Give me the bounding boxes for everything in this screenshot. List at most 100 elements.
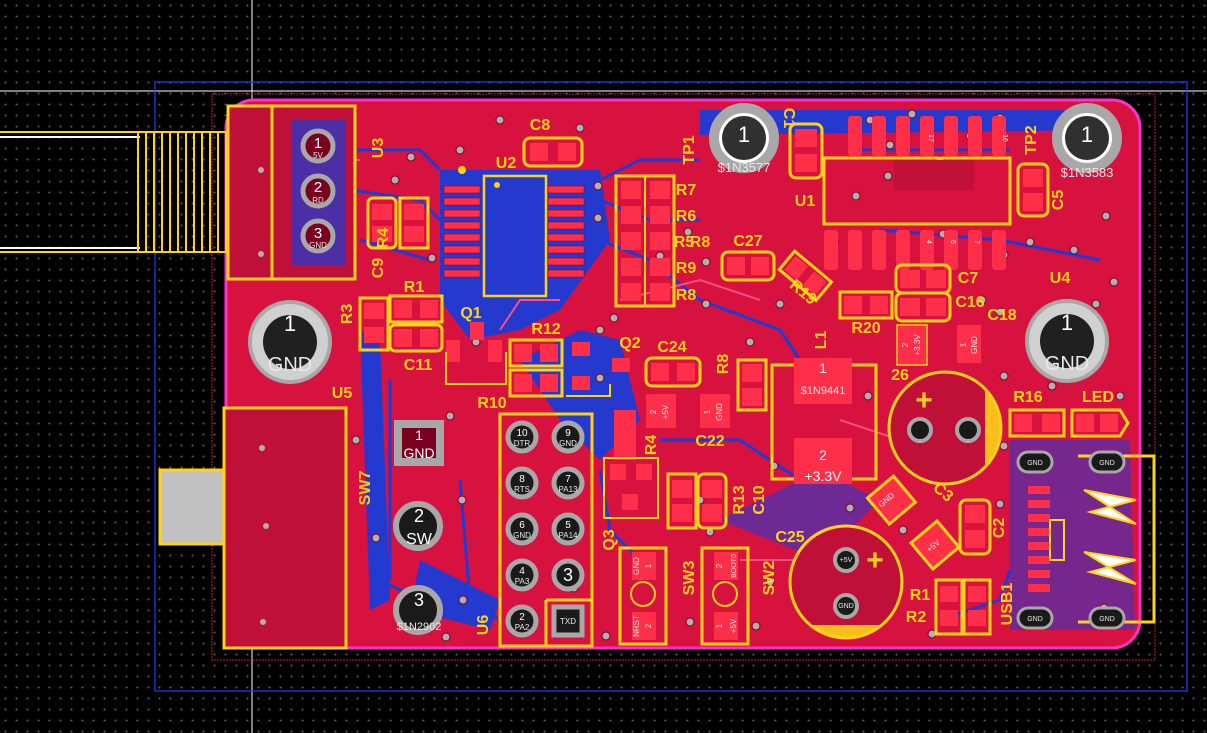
q2-label: Q2 — [619, 335, 640, 352]
power-pads[interactable] — [896, 324, 981, 366]
r13-resistor[interactable] — [666, 472, 698, 530]
tp1-test-point[interactable] — [709, 103, 779, 173]
c1-capacitor[interactable] — [788, 122, 824, 180]
net-label: PA13 — [559, 485, 579, 494]
net-label: DTR — [514, 439, 531, 448]
u2-ic[interactable] — [443, 166, 585, 298]
c3-capacitor[interactable] — [865, 474, 962, 572]
r3-resistor[interactable] — [358, 296, 390, 352]
r12-resistor[interactable] — [508, 338, 564, 368]
test-pads-5v-gnd[interactable] — [646, 394, 730, 428]
led-label: LED — [1082, 389, 1114, 406]
net-label: GND — [1027, 460, 1043, 467]
u2-label: U2 — [496, 155, 517, 172]
pin-number: 10 — [516, 428, 528, 439]
net-label: GND — [1045, 353, 1089, 375]
r4b-resistor[interactable] — [614, 410, 636, 460]
c9-capacitor[interactable] — [366, 196, 398, 250]
net-label: +3.3V — [805, 468, 843, 484]
u1-ic[interactable] — [822, 116, 1012, 270]
c25-electrolytic-capacitor[interactable]: + — [788, 524, 904, 640]
switch-pins[interactable] — [393, 420, 444, 635]
pin-number: 1 — [314, 135, 322, 152]
q3-transistor[interactable] — [603, 457, 659, 519]
net-label: $1N3583 — [1061, 165, 1114, 180]
pin-number: 1 — [1061, 310, 1073, 335]
sw7-slide-switch[interactable] — [158, 406, 348, 650]
sw2-boot-button[interactable] — [700, 546, 750, 646]
net-label: GND — [1099, 616, 1115, 623]
pin-number: 17 — [927, 134, 934, 142]
tp2-test-point[interactable] — [1052, 103, 1122, 173]
r7-label: R7 — [676, 182, 697, 199]
r5-label: R5 — [674, 234, 695, 251]
pin-number: 16 — [1001, 134, 1008, 142]
c16-label: C16 — [955, 294, 984, 311]
r8b-label: R8 — [676, 287, 697, 304]
c24-capacitor[interactable] — [644, 356, 702, 388]
r16-resistor[interactable] — [1008, 408, 1066, 438]
c10-capacitor[interactable] — [696, 472, 728, 530]
c8-capacitor[interactable] — [522, 136, 584, 168]
c7-capacitor[interactable] — [894, 263, 952, 295]
c16-capacitor[interactable] — [894, 291, 952, 323]
net-label: PA3 — [515, 577, 530, 586]
r1-resistor[interactable] — [388, 294, 444, 324]
u1-label: U1 — [795, 193, 816, 210]
c2-capacitor[interactable] — [958, 498, 992, 556]
svg-text:+: + — [866, 544, 884, 577]
usb1-connector[interactable] — [1016, 450, 1156, 630]
r10-resistor[interactable] — [508, 368, 564, 398]
l1-inductor[interactable] — [770, 358, 878, 484]
pin-number: 2 — [414, 506, 424, 526]
u3-header[interactable]: 1 2 3 5V RD GND — [226, 104, 357, 281]
pad-number: 1 — [715, 623, 724, 628]
c26-label: 26 — [891, 367, 909, 384]
net-label: GND — [715, 403, 724, 421]
c5-capacitor[interactable] — [1016, 162, 1050, 218]
q1-label: Q1 — [460, 305, 481, 322]
pin-number: 2 — [314, 179, 322, 196]
c27-label: C27 — [733, 233, 762, 250]
r8-side-resistor[interactable] — [736, 358, 768, 412]
c1-label: C1 — [780, 108, 797, 129]
net-label: GND — [513, 531, 531, 540]
l1-label: L1 — [813, 331, 830, 350]
pin-number: 3 — [314, 225, 322, 242]
q3-label: Q3 — [601, 529, 618, 550]
keepout-boundary — [211, 93, 1156, 661]
pad-number: 2 — [901, 342, 910, 347]
r20-resistor[interactable] — [838, 290, 894, 320]
net-label: +5V — [840, 557, 853, 564]
r1-lower-resistor[interactable] — [934, 578, 964, 636]
q1-transistor[interactable] — [445, 322, 507, 385]
u6-header[interactable] — [498, 412, 594, 648]
pin-number: 5 — [565, 520, 571, 531]
c27-capacitor[interactable] — [720, 250, 776, 282]
sw2-label: SW2 — [761, 561, 778, 596]
net-label: $1N2902 — [397, 621, 442, 633]
r9-label: R9 — [676, 260, 697, 277]
r16-label: R16 — [1013, 389, 1042, 406]
net-label: +3.3V — [913, 334, 922, 356]
u4-label: U4 — [1050, 270, 1071, 287]
led-indicator[interactable] — [1070, 408, 1130, 438]
gnd-mounting-hole[interactable] — [248, 300, 332, 384]
net-label: RD — [312, 196, 324, 205]
pin-number: 4 — [519, 566, 525, 577]
pin-number: 2 — [819, 447, 827, 463]
resistor-array[interactable] — [614, 174, 676, 308]
r2-resistor[interactable] — [962, 578, 992, 636]
q2-transistor[interactable] — [566, 342, 630, 397]
tp2-label: TP2 — [1023, 125, 1040, 154]
c11-capacitor[interactable] — [388, 323, 444, 353]
r4-resistor[interactable] — [398, 196, 430, 250]
r19-resistor[interactable] — [777, 249, 834, 303]
u4-mounting-hole[interactable] — [1025, 299, 1109, 383]
pin-number: 1 — [1081, 122, 1093, 147]
sw3-reset-button[interactable] — [618, 546, 668, 646]
pin-number: 1 — [738, 122, 750, 147]
c26-electrolytic-capacitor[interactable]: + — [887, 370, 1003, 486]
